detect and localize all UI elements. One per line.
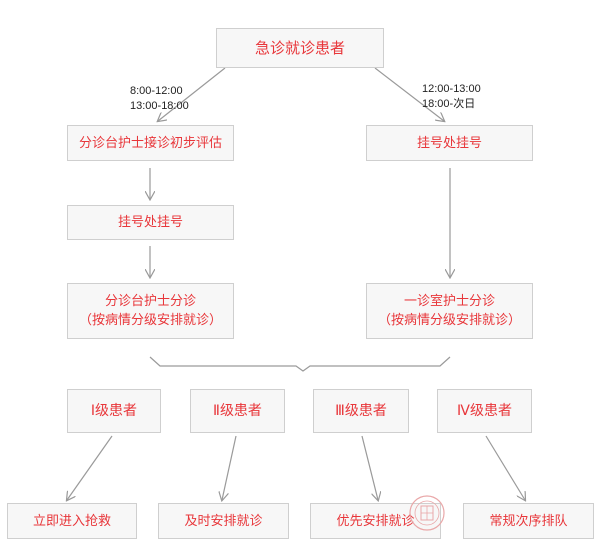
time-label-right: 12:00-13:00 18:00-次日 [422, 82, 481, 112]
time-right-2: 18:00-次日 [422, 98, 476, 110]
room-nurse-box: 一诊室护士分诊 （按病情分级安排就诊） [366, 283, 533, 339]
emergency-patient-box: 急诊就诊患者 [216, 28, 384, 68]
action-4-box: 常规次序排队 [463, 503, 594, 539]
arrow-top-to-left [158, 67, 226, 121]
merge-bracket [149, 356, 451, 372]
arrow-level4-to-action4 [485, 435, 525, 500]
action-1-box: 立即进入抢救 [7, 503, 137, 539]
action-3-box: 优先安排就诊 [310, 503, 441, 539]
triage-desk-line1: 分诊台护士分诊 [104, 294, 196, 309]
action-2-box: 及时安排就诊 [158, 503, 289, 539]
triage-assess-box: 分诊台护士接诊初步评估 [67, 125, 234, 161]
level-1-box: Ⅰ级患者 [67, 389, 161, 433]
level-3-box: Ⅲ级患者 [313, 389, 409, 433]
arrow-level3-to-action3 [361, 435, 378, 500]
level-4-box: Ⅳ级患者 [437, 389, 532, 433]
time-right-1: 12:00-13:00 [422, 83, 481, 95]
triage-desk-box: 分诊台护士分诊 （按病情分级安排就诊） [67, 283, 234, 339]
time-left-2: 13:00-18:00 [130, 100, 189, 112]
time-left-1: 8:00-12:00 [130, 85, 183, 97]
right-register-box: 挂号处挂号 [366, 125, 533, 161]
room-nurse-line1: 一诊室护士分诊 [403, 294, 495, 309]
triage-desk-line2: （按病情分级安排就诊） [78, 313, 222, 328]
time-label-left: 8:00-12:00 13:00-18:00 [130, 84, 189, 114]
arrow-level1-to-action1 [67, 435, 113, 500]
arrow-level2-to-action2 [222, 435, 237, 500]
level-2-box: Ⅱ级患者 [190, 389, 285, 433]
left-register-box: 挂号处挂号 [67, 205, 234, 240]
room-nurse-line2: （按病情分级安排就诊） [377, 313, 521, 328]
arrow-top-to-right [374, 67, 444, 121]
seal-watermark [409, 495, 445, 531]
